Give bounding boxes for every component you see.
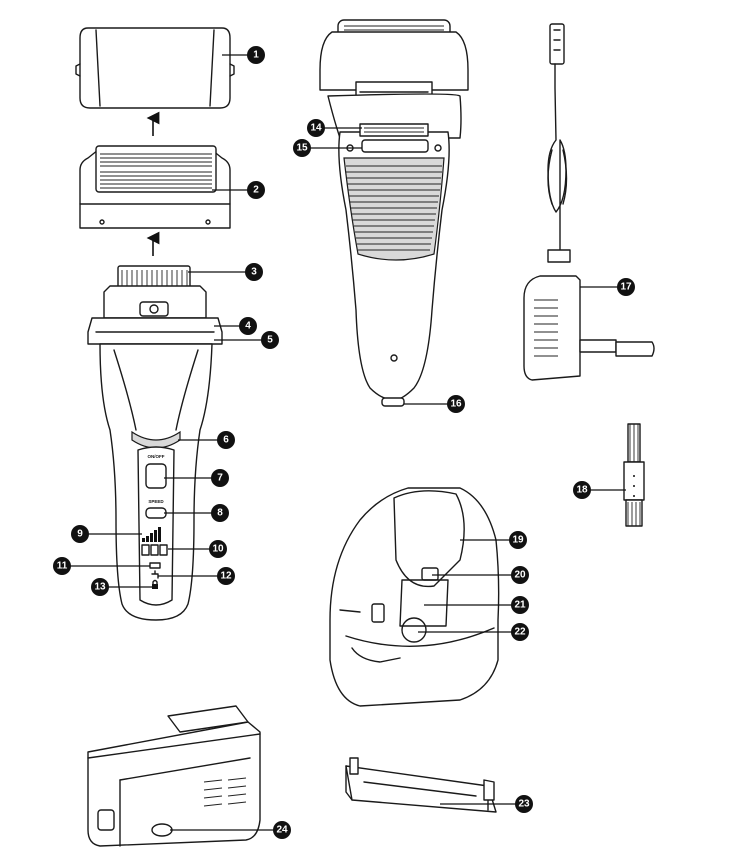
battery-percentage-display <box>141 544 168 556</box>
svg-text:15: 15 <box>296 143 308 154</box>
svg-text:5: 5 <box>267 335 273 346</box>
svg-text:11: 11 <box>57 561 68 572</box>
on-off-label: ON/OFF <box>148 454 165 459</box>
callout-17: 17 <box>617 278 635 296</box>
svg-text:23: 23 <box>518 799 530 810</box>
svg-text:3: 3 <box>251 267 257 278</box>
svg-text:10: 10 <box>212 544 224 555</box>
svg-text:17: 17 <box>620 282 632 293</box>
foil-mesh <box>100 153 212 189</box>
callout-12: 12 <box>217 567 235 585</box>
callout-9: 9 <box>71 525 89 543</box>
svg-text:8: 8 <box>217 508 223 519</box>
callout-2: 2 <box>247 181 265 199</box>
callout-24: 24 <box>273 821 291 839</box>
callout-19: 19 <box>509 531 527 549</box>
callout-14: 14 <box>307 119 325 137</box>
power-adapter <box>523 23 655 381</box>
callout-15: 15 <box>293 139 311 157</box>
svg-text:7: 7 <box>217 473 223 484</box>
cleaning-tray <box>345 757 497 813</box>
shaver-back <box>319 19 469 407</box>
callout-4: 4 <box>239 317 257 335</box>
svg-text:18: 18 <box>576 485 588 496</box>
stand-base <box>87 705 261 847</box>
trimmer-slide <box>361 139 429 153</box>
svg-text:2: 2 <box>253 185 259 196</box>
svg-text:12: 12 <box>220 571 232 582</box>
callout-20: 20 <box>511 566 529 584</box>
speed-button <box>145 507 167 519</box>
svg-text:4: 4 <box>245 321 251 332</box>
lock-icon <box>152 579 158 589</box>
foil-frame <box>79 145 231 229</box>
callout-3: 3 <box>245 263 263 281</box>
callout-18: 18 <box>573 481 591 499</box>
svg-text:19: 19 <box>512 535 524 546</box>
svg-text:1: 1 <box>253 50 259 61</box>
callout-7: 7 <box>211 469 229 487</box>
svg-text:14: 14 <box>310 123 322 134</box>
svg-text:9: 9 <box>77 529 83 540</box>
svg-text:22: 22 <box>514 627 526 638</box>
speed-level-indicator <box>142 527 161 542</box>
charging-stand <box>329 487 500 707</box>
water-tap-icon <box>151 570 159 579</box>
pop-up-trimmer <box>359 123 429 137</box>
shaver-front: ON/OFF SPEED <box>87 265 223 621</box>
cleaning-brush <box>623 423 645 527</box>
callout-21: 21 <box>511 596 529 614</box>
callout-8: 8 <box>211 504 229 522</box>
charging-socket <box>151 823 173 837</box>
speed-label: SPEED <box>148 499 164 504</box>
leader-lines <box>70 54 626 831</box>
callout-10: 10 <box>209 540 227 558</box>
callout-6: 6 <box>217 431 235 449</box>
callout-23: 23 <box>515 795 533 813</box>
protective-cap <box>75 27 235 109</box>
svg-text:21: 21 <box>514 600 526 611</box>
callout-22: 22 <box>511 623 529 641</box>
callout-13: 13 <box>91 578 109 596</box>
callout-16: 16 <box>447 395 465 413</box>
callout-11: 11 <box>53 557 71 575</box>
svg-text:20: 20 <box>514 570 526 581</box>
svg-text:16: 16 <box>450 399 462 410</box>
callout-1: 1 <box>247 46 265 64</box>
svg-text:6: 6 <box>223 435 229 446</box>
on-off-button <box>145 463 167 489</box>
svg-text:24: 24 <box>276 825 288 836</box>
callout-5: 5 <box>261 331 279 349</box>
svg-text:13: 13 <box>94 582 106 593</box>
